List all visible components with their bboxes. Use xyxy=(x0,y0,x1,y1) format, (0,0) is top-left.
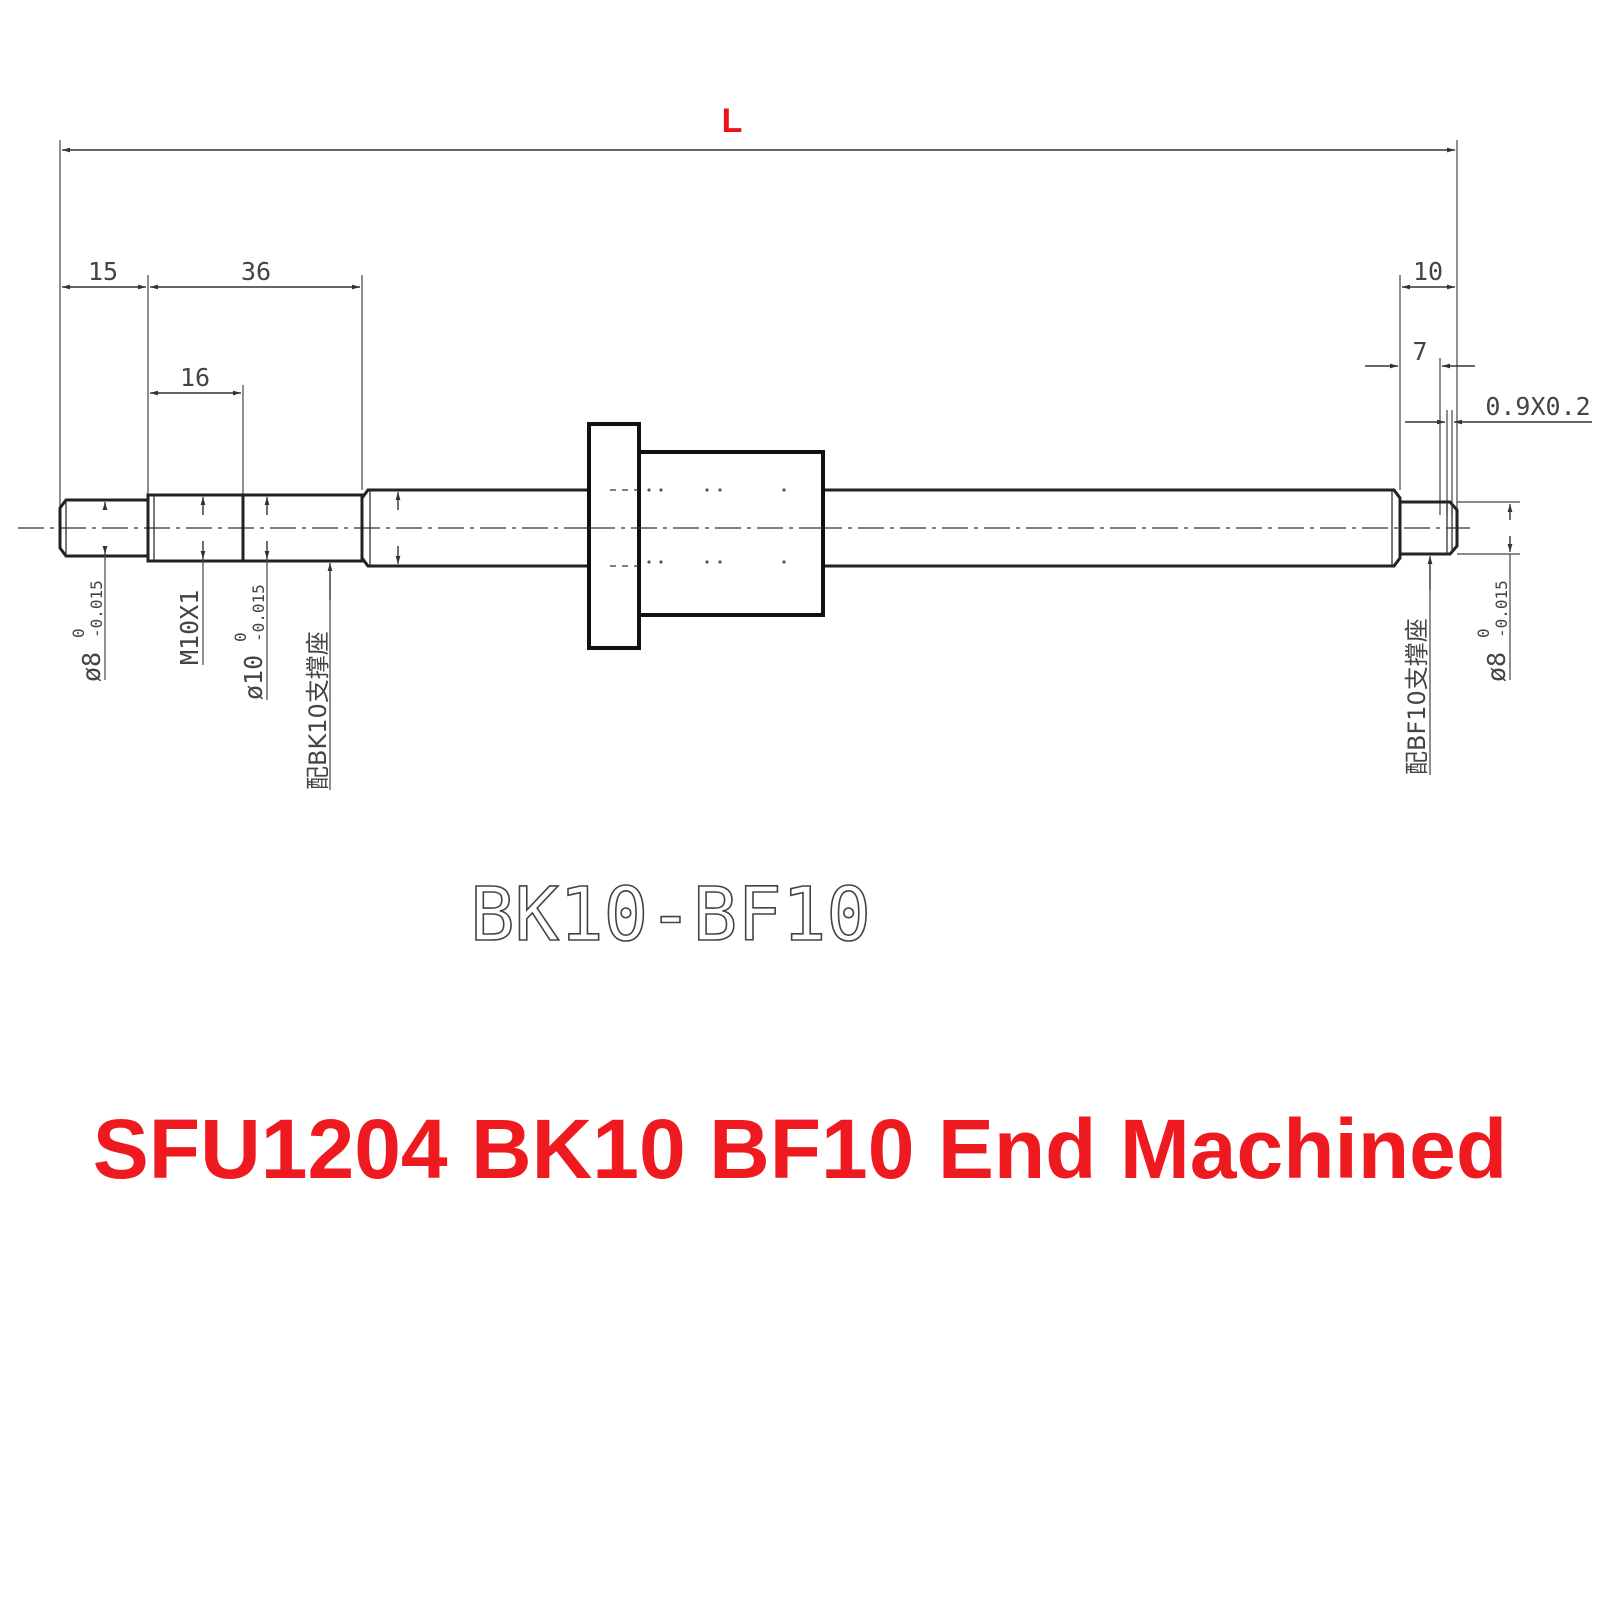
svg-text:-0.015: -0.015 xyxy=(249,584,268,642)
ball-nut xyxy=(587,422,825,650)
dim-15: 15 xyxy=(88,257,118,286)
diameter-markers xyxy=(102,492,1520,790)
dim-16: 16 xyxy=(180,363,210,392)
model-label: BK10-BF10 xyxy=(470,872,871,958)
svg-text:0: 0 xyxy=(1474,628,1493,638)
dim-10: 10 xyxy=(1413,257,1443,286)
callout-left-d8: ø8 0 -0.015 xyxy=(69,580,106,682)
dim-7: 7 xyxy=(1412,337,1427,366)
callout-right-d8: ø8 0 -0.015 xyxy=(1474,580,1511,682)
svg-text:配BF10支撑座: 配BF10支撑座 xyxy=(1403,618,1431,775)
svg-text:-0.015: -0.015 xyxy=(87,580,106,638)
dim-groove: 0.9X0.2 xyxy=(1485,392,1590,421)
svg-text:ø8: ø8 xyxy=(1482,652,1511,682)
svg-text:配BK10支撑座: 配BK10支撑座 xyxy=(304,631,332,790)
dim-36: 36 xyxy=(241,257,271,286)
svg-text:ø10: ø10 xyxy=(239,655,268,700)
overall-length-dimension: L xyxy=(59,102,1458,520)
svg-text:ø8: ø8 xyxy=(77,652,106,682)
callout-d10: ø10 0 -0.015 xyxy=(231,584,268,700)
svg-text:M10X1: M10X1 xyxy=(175,590,204,665)
right-end-dimensions: 10 7 0.9X0.2 xyxy=(1365,257,1592,515)
product-title: SFU1204 BK10 BF10 End Machined xyxy=(93,1102,1507,1196)
svg-text:0: 0 xyxy=(231,632,250,642)
callout-thread: M10X1 xyxy=(175,590,204,665)
length-label: L xyxy=(722,102,743,140)
svg-text:-0.015: -0.015 xyxy=(1492,580,1511,638)
left-end-dimensions: 15 36 16 xyxy=(62,257,363,500)
svg-text:0: 0 xyxy=(69,628,88,638)
callout-bk10-note: 配BK10支撑座 xyxy=(304,631,332,790)
callout-bf10-note: 配BF10支撑座 xyxy=(1403,618,1431,775)
